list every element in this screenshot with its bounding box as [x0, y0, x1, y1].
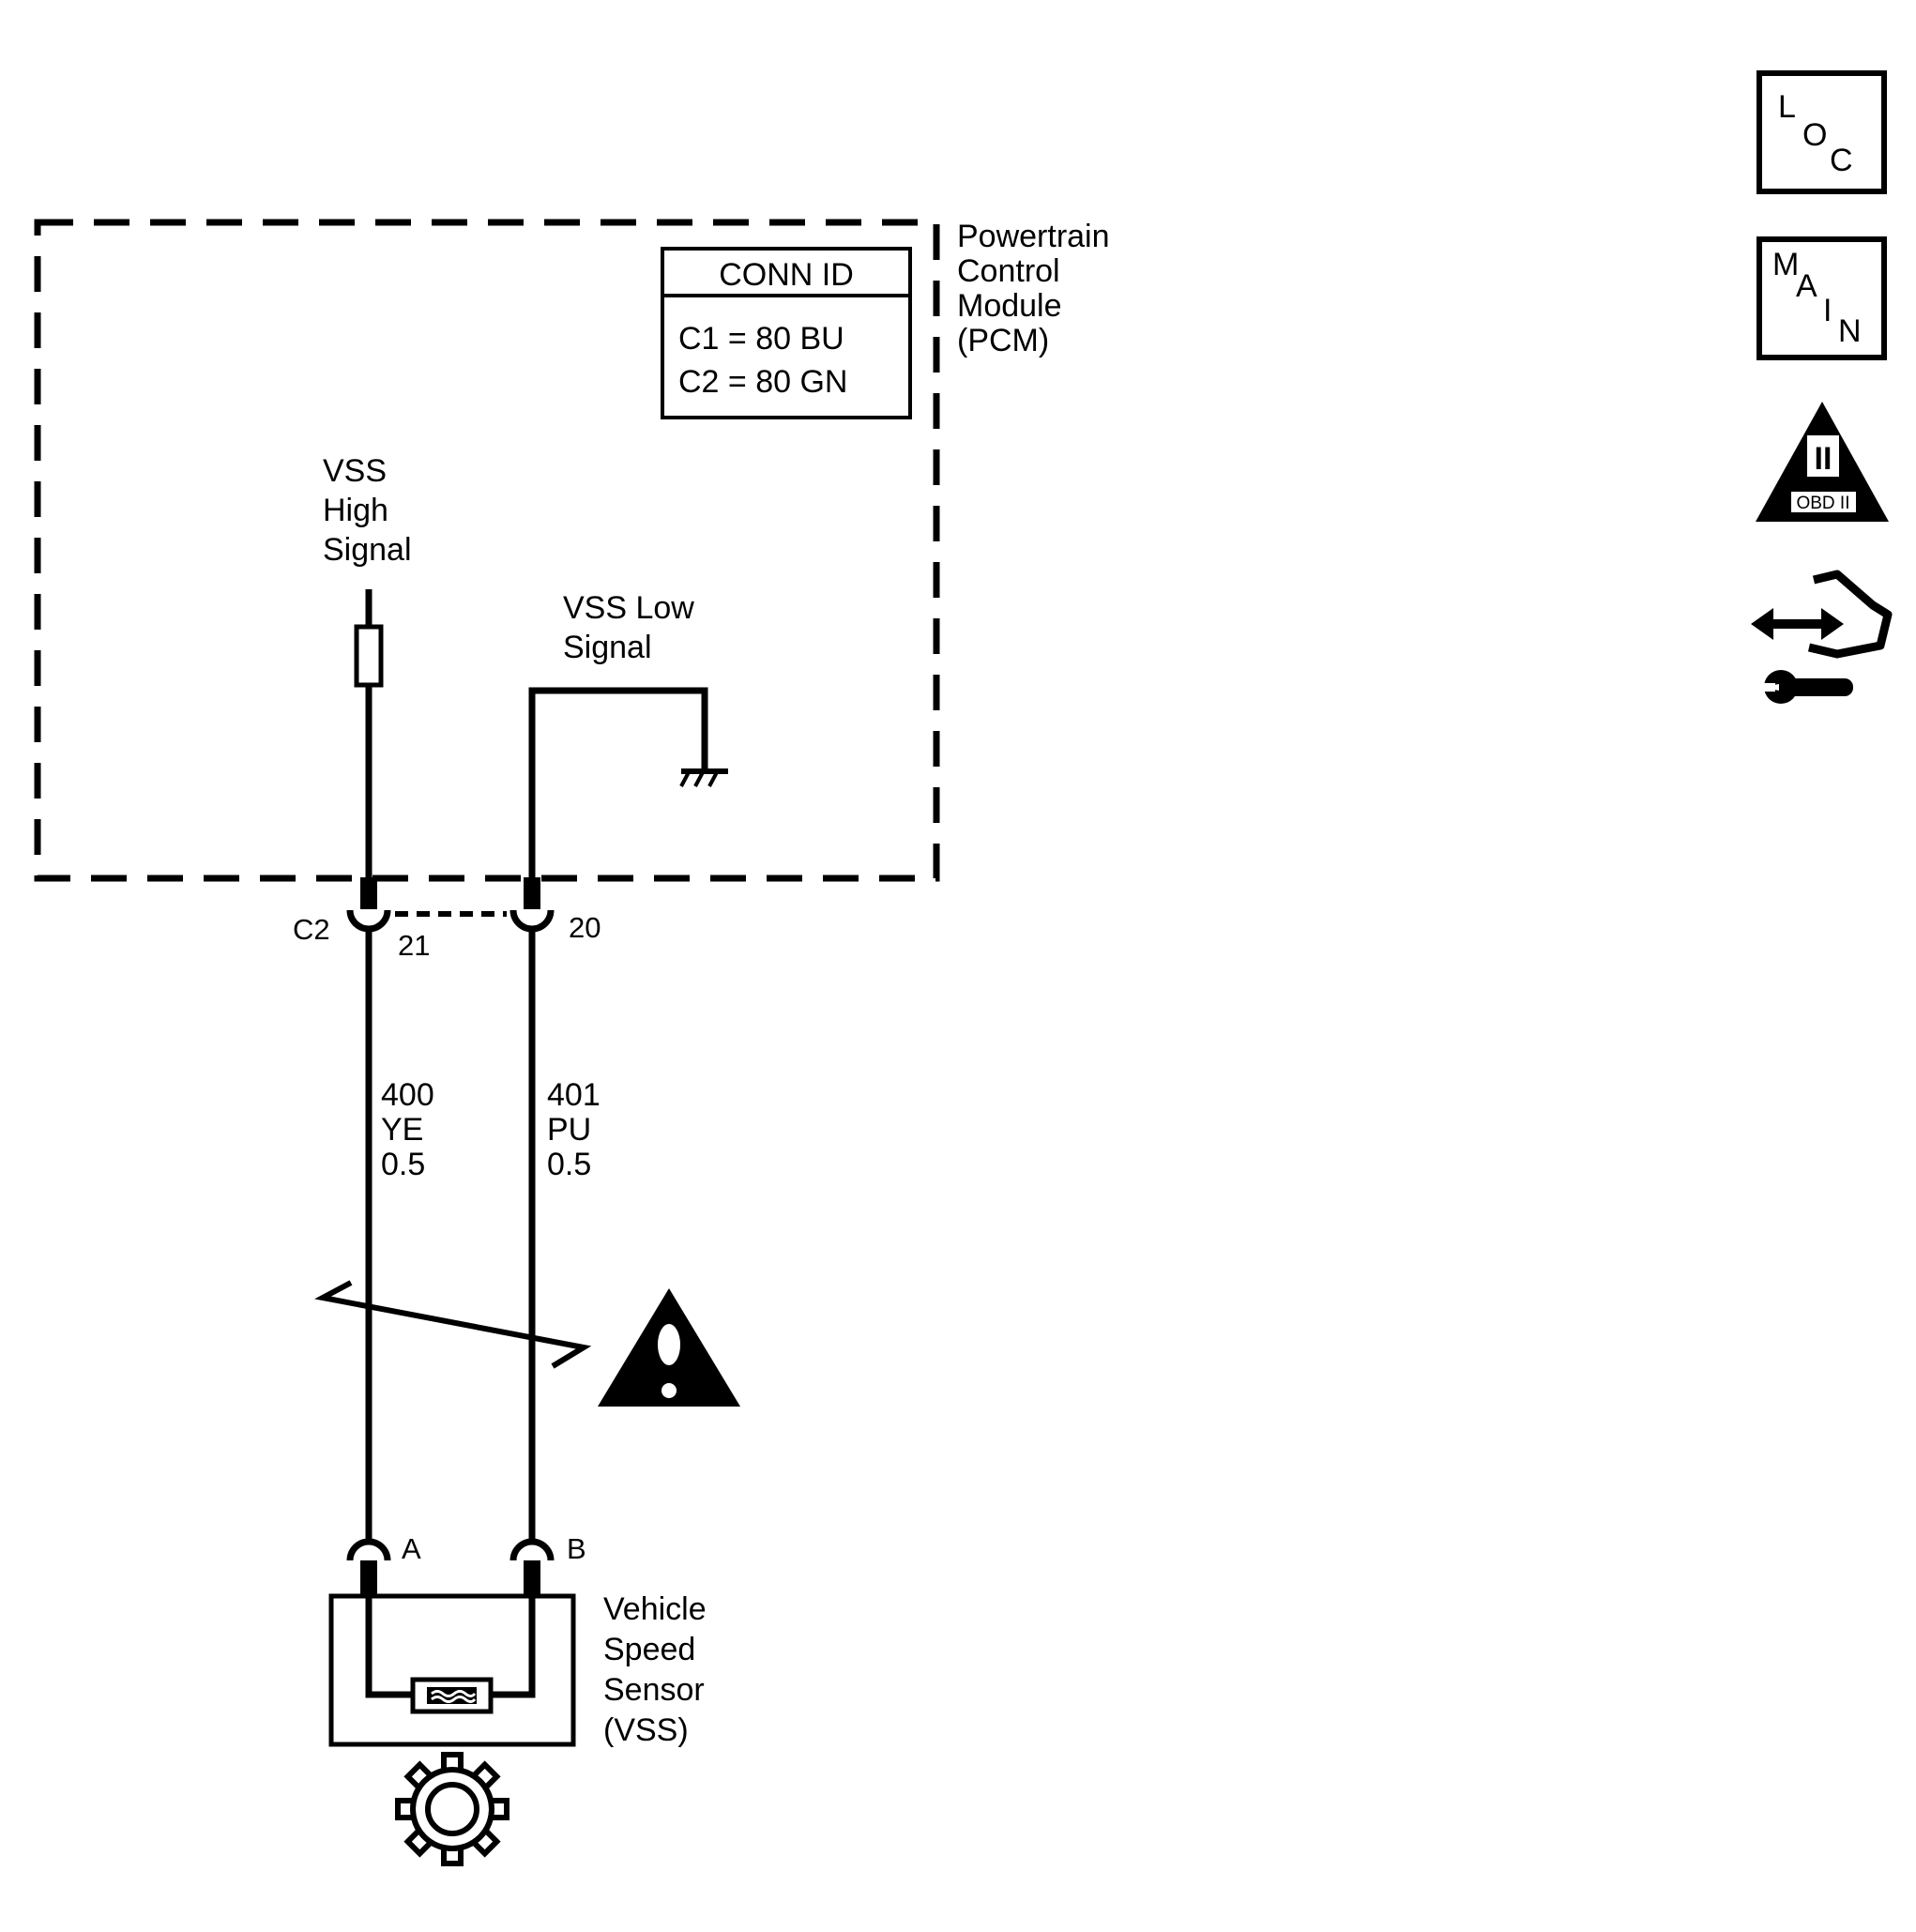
svg-text:N: N — [1838, 313, 1862, 349]
svg-text:A: A — [1796, 268, 1817, 304]
pin-b-label: B — [567, 1532, 586, 1565]
conn-id-row-c1: C1 = 80 BU — [678, 321, 844, 357]
conn-id-box: CONN ID C1 = 80 BU C2 = 80 GN — [661, 247, 912, 419]
obd-ii-icon[interactable]: OBD II II — [1756, 402, 1889, 522]
twisted-pair-marker — [314, 1280, 592, 1369]
svg-text:O: O — [1802, 117, 1827, 153]
caution-icon — [598, 1288, 740, 1407]
pin-21-label: 21 — [398, 929, 430, 962]
svg-text:II: II — [1815, 441, 1832, 477]
svg-text:M: M — [1772, 247, 1799, 282]
sensor-label: Vehicle Speed Sensor (VSS) — [603, 1591, 715, 1748]
sensor-coil — [410, 1677, 494, 1714]
input-resistor — [354, 624, 384, 688]
vss-low-signal-label: VSS Low Signal — [563, 590, 703, 665]
svg-text:I: I — [1823, 293, 1832, 328]
svg-text:C: C — [1830, 143, 1853, 178]
vehicle-speed-sensor — [328, 1593, 576, 1747]
pcm-label: Powertrain Control Module (PCM) — [957, 219, 1118, 358]
gear-icon — [395, 1752, 509, 1866]
connector-name: C2 — [293, 913, 330, 946]
pcm-connector-c2: C2 21 20 — [293, 877, 601, 962]
conn-id-title: CONN ID — [719, 257, 854, 293]
diagnostic-tool-icon[interactable] — [1751, 570, 1893, 704]
main-icon[interactable]: M A I N — [1756, 236, 1887, 360]
loc-icon[interactable]: L O C — [1756, 70, 1887, 194]
ground-icon — [679, 768, 728, 787]
sensor-connector: A B — [346, 1532, 586, 1596]
pcm-boundary — [34, 219, 940, 882]
pin-20-label: 20 — [569, 911, 601, 944]
conn-id-row-c2: C2 = 80 GN — [678, 364, 847, 400]
svg-text:L: L — [1778, 89, 1796, 125]
pin-a-label: A — [402, 1532, 421, 1565]
vss-high-circuit — [354, 589, 384, 877]
wire-401-label: 401 PU 0.5 — [547, 1077, 609, 1182]
wire-400-label: 400 YE 0.5 — [381, 1077, 443, 1182]
vss-low-circuit — [528, 687, 728, 877]
svg-text:OBD II: OBD II — [1796, 494, 1849, 513]
vss-high-signal-label: VSS High Signal — [323, 453, 412, 568]
